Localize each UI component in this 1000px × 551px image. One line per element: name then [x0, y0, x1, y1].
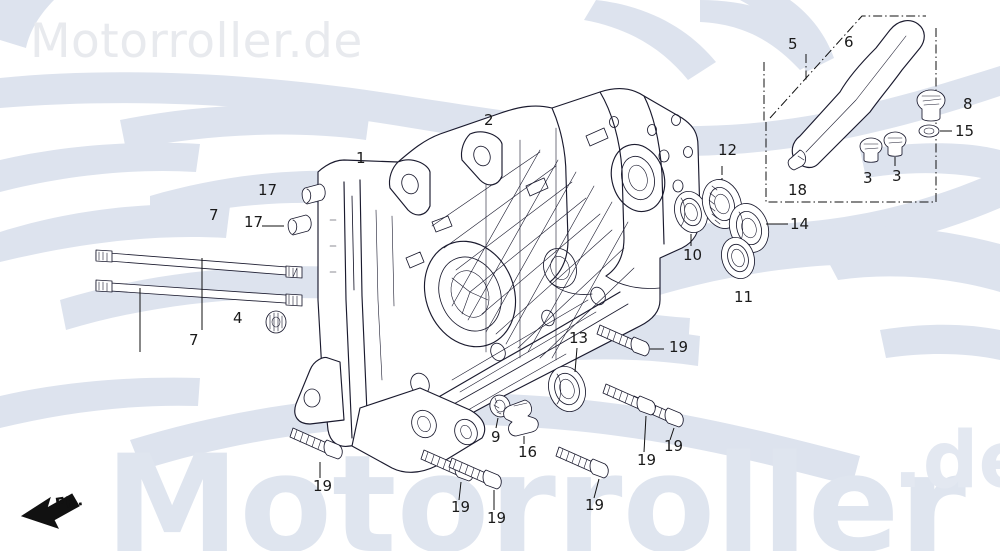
callout-number: 12 — [718, 141, 738, 159]
seal-13 — [548, 366, 586, 412]
svg-text:.de: .de — [893, 416, 1000, 506]
bracket-6 — [769, 15, 926, 119]
front-direction-label: FR. — [53, 491, 84, 513]
long-stud-upper — [95, 249, 303, 279]
seal-10 — [674, 190, 708, 234]
bushing-17-upper — [301, 183, 326, 205]
bolt-19-d — [555, 446, 609, 479]
seal-11 — [721, 236, 755, 280]
callout-number: 17 — [258, 181, 278, 199]
callout-number: 3 — [892, 167, 902, 185]
washer-15 — [918, 124, 940, 138]
callout-number: 4 — [233, 309, 243, 327]
callout-number: 19 — [487, 509, 507, 527]
bolt-19-f — [448, 457, 502, 490]
leader-13 — [574, 347, 578, 373]
callout-number: 19 — [637, 451, 657, 469]
plug-3-right — [883, 131, 907, 157]
leader-9 — [495, 417, 499, 429]
leader-19-b — [669, 427, 675, 441]
callout-number: 15 — [955, 122, 975, 140]
plug-8 — [916, 89, 946, 122]
front-direction-arrow — [20, 493, 80, 529]
bolt-19-c — [602, 383, 656, 416]
plug-16 — [503, 399, 539, 437]
callout-number: 6 — [844, 33, 854, 51]
leader-19-d — [593, 478, 600, 499]
part-4-knurled-nut — [265, 310, 287, 334]
callout-number: 19 — [451, 498, 471, 516]
callout-number: 3 — [863, 169, 873, 187]
bolt-19-g — [289, 427, 343, 460]
callout-number: 16 — [518, 443, 538, 461]
leader-19-e — [458, 481, 462, 501]
callout-number: 17 — [244, 213, 264, 231]
plug-3-left — [859, 137, 883, 163]
long-stud-lower — [95, 279, 303, 307]
callout-number: 13 — [569, 329, 589, 347]
callout-number: 8 — [963, 95, 973, 113]
callout-number: 11 — [734, 288, 754, 306]
bushing-17-lower — [287, 214, 312, 236]
breather-hose — [787, 20, 925, 171]
callout-number: 10 — [683, 246, 703, 264]
callout-number: 7 — [209, 206, 219, 224]
bracket-18-right — [858, 28, 937, 203]
callout-number: 1 — [356, 149, 366, 167]
callout-number: 2 — [484, 111, 494, 129]
crankcase-left-half — [294, 87, 701, 473]
bolt-19-a — [596, 324, 650, 357]
callout-number: 9 — [491, 428, 501, 446]
callout-number: 19 — [664, 437, 684, 455]
callout-number: 5 — [788, 35, 798, 53]
svg-text:Motorroller: Motorroller — [105, 426, 966, 551]
callout-number: 18 — [788, 181, 808, 199]
leader-19-c — [643, 415, 647, 453]
callout-number: 19 — [669, 338, 689, 356]
callout-number: 19 — [313, 477, 333, 495]
top-brand-watermark: Motorroller.de — [30, 14, 363, 69]
callout-number: 7 — [189, 331, 199, 349]
callout-number: 19 — [585, 496, 605, 514]
callout-number: 14 — [790, 215, 810, 233]
